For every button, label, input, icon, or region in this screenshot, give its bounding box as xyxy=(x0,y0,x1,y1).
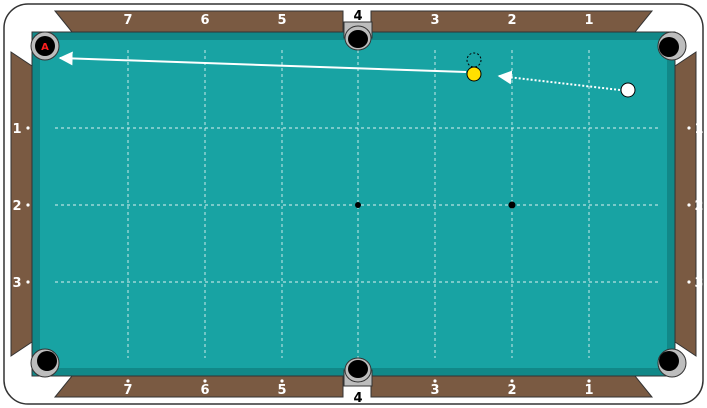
pocket-top-middle xyxy=(344,22,372,50)
top-number-7: 7 xyxy=(123,13,132,28)
bottom-number-1: 1 xyxy=(584,383,593,398)
bottom-number-4: 4 xyxy=(353,391,362,406)
object-ball xyxy=(467,67,481,81)
top-number-6: 6 xyxy=(200,13,209,28)
left-number-1: 1 xyxy=(12,122,21,137)
pocket-bottom-right xyxy=(658,349,686,377)
pocket-label-a: A xyxy=(41,42,49,53)
right-number-2: 2 xyxy=(694,199,703,214)
felt xyxy=(40,40,667,368)
rail-top-left xyxy=(55,11,343,32)
bottom-number-2: 2 xyxy=(507,383,516,398)
top-number-4: 4 xyxy=(353,9,362,24)
left-number-2: 2 xyxy=(12,199,21,214)
top-number-2: 2 xyxy=(507,13,516,28)
top-number-1: 1 xyxy=(584,13,593,28)
pocket-bottom-middle xyxy=(344,358,372,386)
bottom-number-7: 7 xyxy=(123,383,132,398)
pocket-bottom-left xyxy=(31,349,59,377)
rail-bottom-left xyxy=(55,376,343,397)
bottom-number-3: 3 xyxy=(430,383,439,398)
top-number-5: 5 xyxy=(277,13,286,28)
pocket-top-right xyxy=(658,32,686,60)
right-number-3: 3 xyxy=(694,276,703,291)
right-number-1: 1 xyxy=(694,122,703,137)
rail-right xyxy=(675,52,696,356)
head-spot xyxy=(355,202,361,208)
top-number-3: 3 xyxy=(430,13,439,28)
foot-spot xyxy=(509,202,516,209)
left-number-3: 3 xyxy=(12,276,21,291)
cue-ball xyxy=(621,83,635,97)
bottom-number-5: 5 xyxy=(277,383,286,398)
bottom-number-6: 6 xyxy=(200,383,209,398)
